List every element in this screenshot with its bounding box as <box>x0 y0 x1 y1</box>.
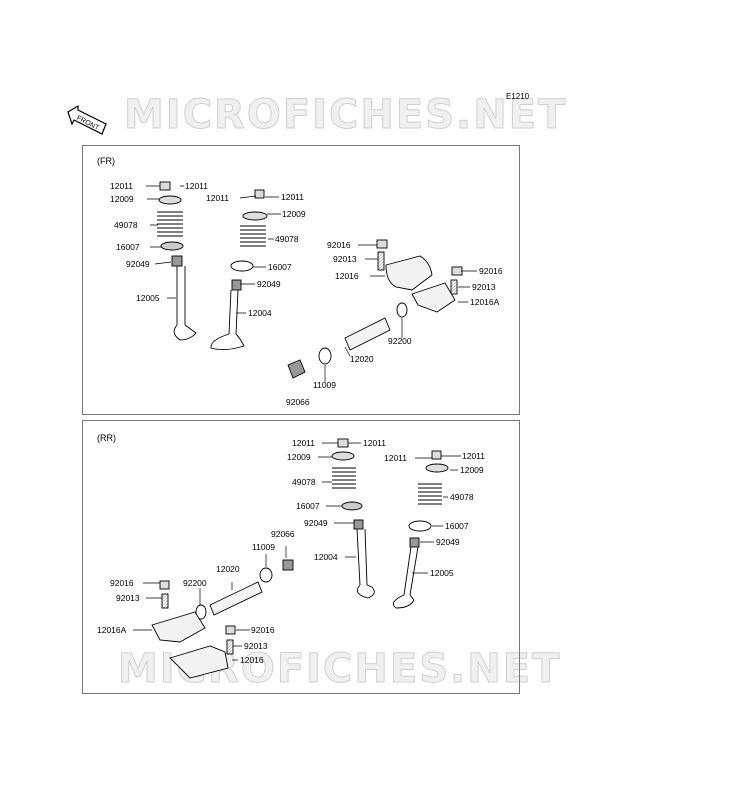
rr-leader-lines <box>133 442 461 661</box>
part-number-label: 92049 <box>304 518 328 528</box>
part-number-label: 92013 <box>472 282 496 292</box>
part-number-label: 92013 <box>333 254 357 264</box>
part-number-label: 92013 <box>244 641 268 651</box>
part-number-label: 11009 <box>313 380 336 390</box>
front-arrow-icon: FRONT <box>66 104 110 143</box>
part-number-label: 12011 <box>281 192 304 202</box>
part-number-label: 12020 <box>216 564 240 574</box>
part-number-label: 12011 <box>292 438 315 448</box>
part-number-label: 92013 <box>116 593 140 603</box>
part-number-label: 11009 <box>252 542 275 552</box>
part-number-label: 12011 <box>462 451 485 461</box>
rr-right-valve-group <box>392 450 449 609</box>
part-number-label: 49078 <box>450 492 474 502</box>
part-number-label: 12016 <box>240 655 264 665</box>
part-number-label: 12009 <box>287 452 311 462</box>
part-number-label: 92200 <box>388 336 412 346</box>
part-number-label: 12016A <box>470 297 500 307</box>
fr-part-labels: 12011 12011 12009 49078 16007 92049 1200… <box>110 181 503 407</box>
part-number-label: 92016 <box>479 266 503 276</box>
diagram-code: E1210 <box>506 92 530 101</box>
fr-left-valve-group <box>157 181 197 341</box>
part-number-label: 92049 <box>436 537 460 547</box>
part-number-label: 16007 <box>296 501 320 511</box>
part-number-label: 49078 <box>114 220 138 230</box>
part-number-label: 12009 <box>110 194 134 204</box>
rr-part-labels: 12011 12011 12009 49078 16007 92049 1200… <box>97 438 485 665</box>
part-number-label: 12016A <box>97 625 127 635</box>
part-number-label: 92066 <box>271 529 295 539</box>
part-number-label: 16007 <box>268 262 292 272</box>
part-number-label: 49078 <box>292 477 316 487</box>
part-number-label: 92049 <box>126 259 150 269</box>
part-number-label: 12005 <box>430 568 454 578</box>
part-number-label: 49078 <box>275 234 299 244</box>
part-number-label: 12011 <box>363 438 386 448</box>
part-number-label: 12011 <box>384 453 407 463</box>
part-number-label: 12009 <box>460 465 484 475</box>
part-number-label: 92066 <box>286 397 310 407</box>
panel-rr-title: (RR) <box>97 433 116 443</box>
panel-rr <box>82 420 520 694</box>
fr-right-valve-group <box>210 189 268 351</box>
part-number-label: 92016 <box>110 578 134 588</box>
part-number-label: 12011 <box>110 181 133 191</box>
fr-rocker-arm-group <box>287 239 463 379</box>
part-number-label: 12016 <box>335 271 359 281</box>
part-number-label: 92200 <box>183 578 207 588</box>
part-number-label: 16007 <box>445 521 469 531</box>
part-number-label: 12005 <box>136 293 160 303</box>
part-number-label: 12020 <box>350 354 374 364</box>
part-number-label: 12004 <box>248 308 272 318</box>
part-number-label: 92016 <box>251 625 275 635</box>
rr-rocker-arm-group <box>151 559 294 679</box>
part-number-label: 12009 <box>282 209 306 219</box>
part-number-label: 92016 <box>327 240 351 250</box>
part-number-label: 12011 <box>185 181 208 191</box>
panel-fr <box>82 145 520 415</box>
part-number-label: 12011 <box>206 193 229 203</box>
rr-left-valve-group <box>331 438 375 599</box>
part-number-label: 92049 <box>257 279 281 289</box>
watermark-top: MICROFICHES.NET <box>123 92 568 139</box>
fr-leader-lines <box>146 185 477 382</box>
panel-fr-title: (FR) <box>97 156 115 166</box>
part-number-label: 12004 <box>314 552 338 562</box>
part-number-label: 16007 <box>116 242 140 252</box>
